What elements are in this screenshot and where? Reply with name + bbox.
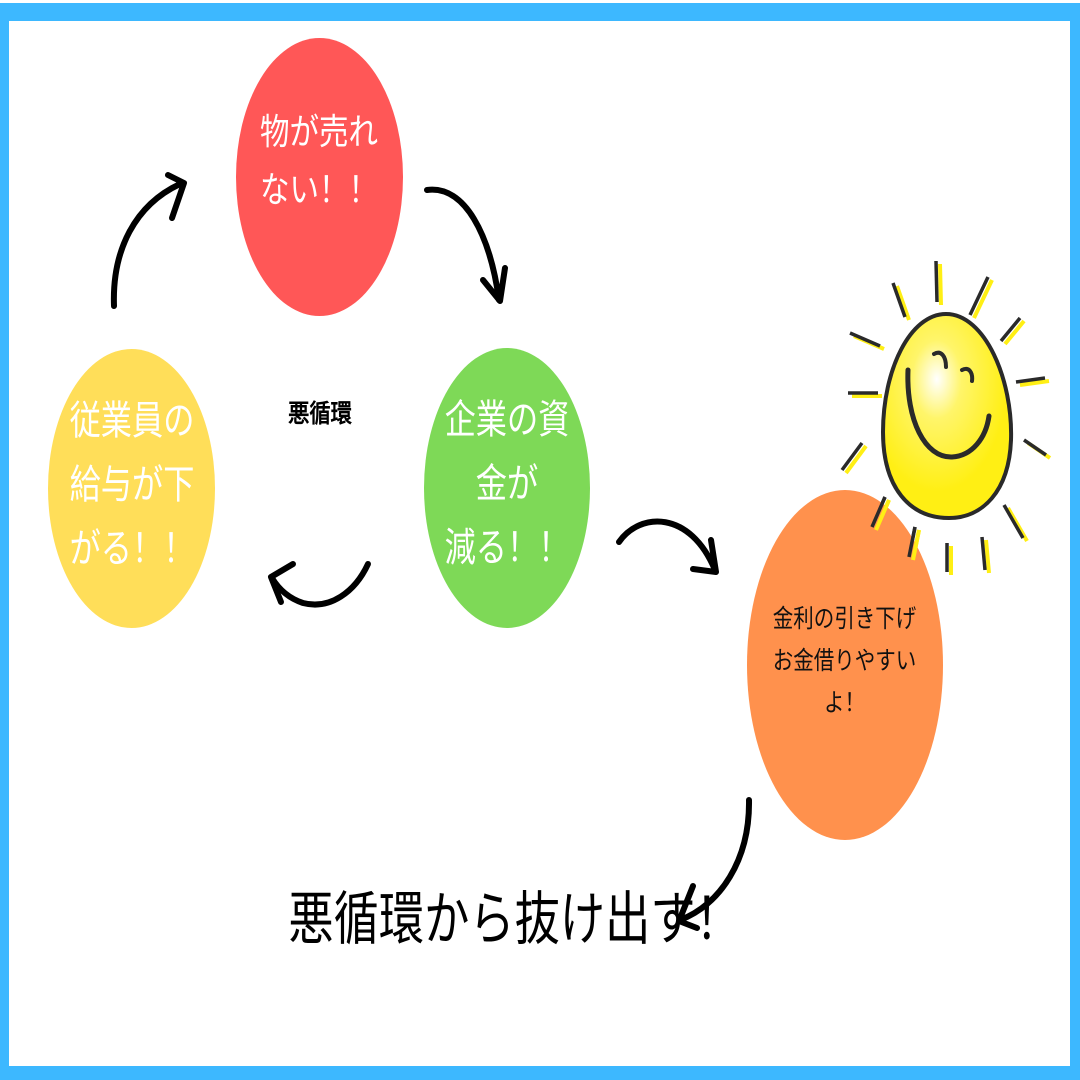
arrow-yellow-to-red-icon xyxy=(110,172,187,309)
node-sales-drop-text: 物が売れ ない！！ xyxy=(260,104,378,220)
node-wage-drop: 従業員の 給与が下 がる！！ xyxy=(48,349,215,628)
cycle-center-label: 悪循環 xyxy=(288,399,352,428)
arrow-red-to-green-icon xyxy=(424,186,508,304)
node-line: よ！ xyxy=(824,688,866,717)
arrow-orange-to-conclusion-icon xyxy=(676,797,753,931)
node-line: ない！！ xyxy=(260,170,379,211)
node-line: 従業員の xyxy=(69,397,194,444)
top-edge-strip xyxy=(0,0,1080,3)
sun-smile-icon xyxy=(905,367,992,460)
node-line: 物が売れ xyxy=(260,112,379,153)
node-line: 金利の引き下げ xyxy=(773,604,917,633)
sun-eye-left-icon xyxy=(932,350,948,369)
node-rate-cut: 金利の引き下げ お金借りやすい よ！ xyxy=(747,490,943,840)
node-line: 給与が下 xyxy=(69,461,194,508)
node-wage-drop-text: 従業員の 給与が下 がる！！ xyxy=(69,389,194,581)
node-line: お金借りやすい xyxy=(773,646,917,675)
node-rate-cut-text: 金利の引き下げ お金借りやすい よ！ xyxy=(773,598,917,724)
node-line: がる！！ xyxy=(69,525,194,572)
sun-eye-right-icon xyxy=(960,366,975,383)
arrow-green-to-orange-icon xyxy=(616,518,719,575)
arrow-green-to-yellow-icon xyxy=(268,561,371,608)
node-line: 企業の資 xyxy=(444,397,570,443)
smiling-sun-icon xyxy=(880,311,1014,521)
node-line: 金が xyxy=(475,461,539,507)
node-sales-drop: 物が売れ ない！！ xyxy=(236,38,403,316)
node-line: 減る！！ xyxy=(444,525,570,571)
node-capital-drop-text: 企業の資 金が 減る！！ xyxy=(445,388,570,580)
node-capital-drop: 企業の資 金が 減る！！ xyxy=(424,348,590,628)
conclusion-heading: 悪循環から抜け出す！ xyxy=(288,885,741,953)
